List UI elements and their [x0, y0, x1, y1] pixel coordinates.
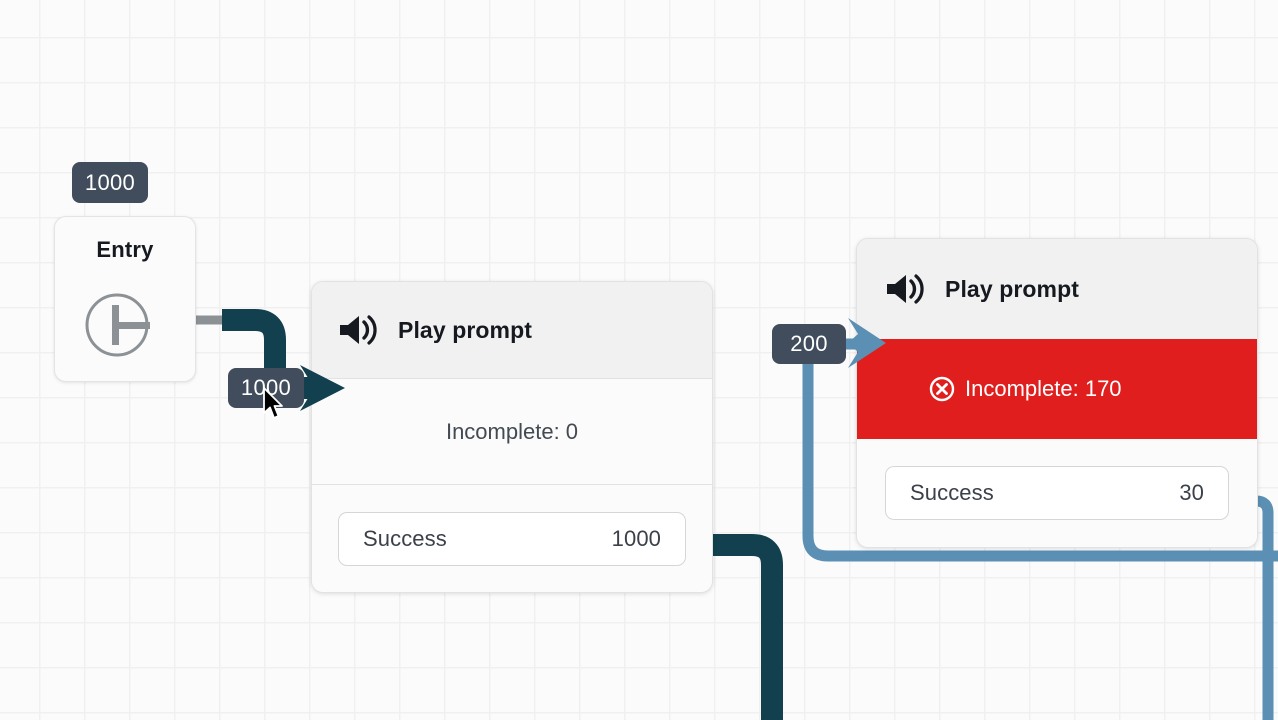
play-prompt-1-success-port[interactable]: Success 1000 [338, 512, 686, 566]
node-play-prompt-1[interactable]: Play prompt Incomplete: 0 Success 1000 [311, 281, 713, 593]
node-play-prompt-2[interactable]: Play prompt Incomplete: 170 Success 30 [856, 238, 1258, 548]
play-prompt-1-incomplete-text: Incomplete: 0 [445, 418, 579, 444]
entry-circle-icon [85, 293, 150, 357]
play-prompt-2-success-value: 30 [1179, 480, 1204, 505]
speaker-icon [887, 274, 924, 304]
play-prompt-1-header-divider [312, 378, 712, 379]
play-prompt-2-incomplete-text: Incomplete: 170 [965, 376, 1122, 401]
play-prompt-1-success-label: Success [363, 526, 447, 551]
play-prompt-2-incomplete-row: Incomplete: 170 [929, 376, 1122, 402]
error-circle-x-icon [929, 376, 955, 402]
badge-entry-count[interactable]: 1000 [72, 162, 148, 203]
edge-play1-success-down [707, 534, 783, 720]
play-prompt-1-header: Play prompt [312, 282, 712, 378]
play-prompt-1-success-value: 1000 [611, 526, 661, 551]
play-prompt-2-ports: Success 30 [857, 439, 1257, 547]
speaker-icon [340, 315, 377, 345]
play-prompt-2-success-label: Success [910, 480, 994, 505]
badge-edge-into-play2[interactable]: 200 [772, 324, 846, 364]
play-prompt-2-title: Play prompt [945, 275, 1080, 302]
play-prompt-2-success-port[interactable]: Success 30 [885, 466, 1229, 520]
play-prompt-2-header: Play prompt [857, 239, 1257, 339]
play-prompt-1-body-divider [312, 484, 712, 485]
entry-node-title: Entry [96, 237, 154, 262]
node-entry[interactable]: Entry [54, 216, 196, 382]
play-prompt-1-body: Incomplete: 0 [312, 379, 712, 484]
badge-edge-entry-to-play1[interactable]: 1000 [228, 368, 304, 408]
play-prompt-1-title: Play prompt [398, 316, 533, 343]
play-prompt-1-ports: Success 1000 [312, 485, 712, 592]
play-prompt-2-body-error: Incomplete: 170 [857, 339, 1257, 439]
